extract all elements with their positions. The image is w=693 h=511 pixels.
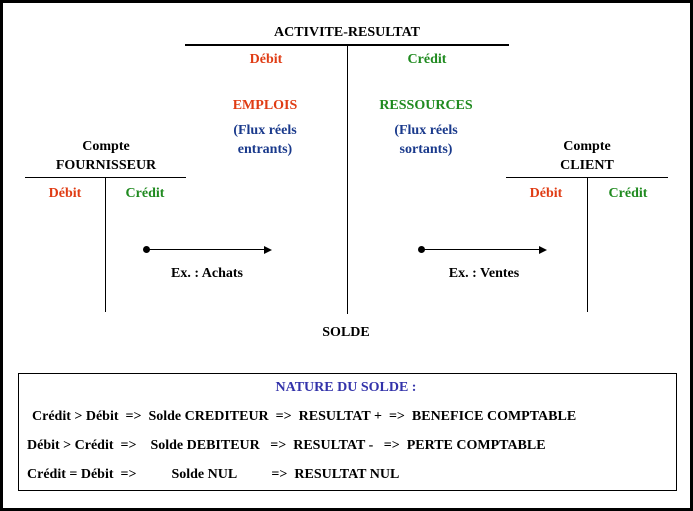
ressources-flux: (Flux réels sortants) (394, 121, 457, 159)
emplois-flux-line-1: (Flux réels (233, 123, 297, 138)
client-center-line (587, 178, 588, 312)
ventes-arrowhead (539, 246, 547, 254)
fournisseur-center-line (105, 178, 106, 312)
fournisseur-title: Compte FOURNISSEUR (56, 137, 156, 175)
ventes-arrow-start-dot (418, 246, 425, 253)
ventes-arrow-line (422, 249, 540, 250)
fournisseur-title-line-1: Compte (82, 139, 130, 154)
client-title-line-2: CLIENT (560, 158, 614, 173)
client-title-line-1: Compte (563, 139, 611, 154)
fournisseur-title-line-2: FOURNISSEUR (55, 158, 157, 173)
fournisseur-credit-label: Crédit (125, 186, 165, 201)
achats-arrowhead (264, 246, 272, 254)
activite-top-line (185, 44, 509, 46)
client-top-line (506, 177, 668, 178)
ressources-flux-line-1: (Flux réels (394, 123, 458, 138)
nature-line-crediteur: Crédit > Débit => Solde CREDITEUR => RES… (32, 409, 577, 424)
fournisseur-top-line (25, 177, 186, 178)
client-title: Compte CLIENT (560, 137, 614, 175)
activite-center-line (347, 46, 348, 314)
ressources-flux-line-2: sortants) (399, 142, 453, 157)
activite-title: ACTIVITE-RESULTAT (273, 25, 421, 40)
emplois-label: EMPLOIS (232, 98, 298, 113)
nature-title: NATURE DU SOLDE : (275, 380, 417, 395)
fournisseur-debit-label: Débit (48, 186, 82, 201)
nature-line-nul: Crédit = Débit => Solde NUL => RESULTAT … (27, 467, 400, 482)
solde-label: SOLDE (322, 325, 370, 340)
nature-du-solde-box: NATURE DU SOLDE : Crédit > Débit => Sold… (18, 373, 677, 491)
activite-debit-label: Débit (249, 52, 283, 67)
client-debit-label: Débit (529, 186, 563, 201)
client-credit-label: Crédit (608, 186, 648, 201)
achats-arrow-start-dot (143, 246, 150, 253)
nature-line-debiteur: Débit > Crédit => Solde DEBITEUR => RESU… (27, 438, 546, 453)
achats-arrow-line (147, 249, 265, 250)
achats-example: Ex. : Achats (171, 266, 243, 281)
activite-credit-label: Crédit (407, 52, 447, 67)
ressources-label: RESSOURCES (379, 98, 473, 113)
emplois-flux-line-2: entrants) (237, 142, 293, 157)
emplois-flux: (Flux réels entrants) (233, 121, 296, 159)
ventes-example: Ex. : Ventes (448, 266, 520, 281)
